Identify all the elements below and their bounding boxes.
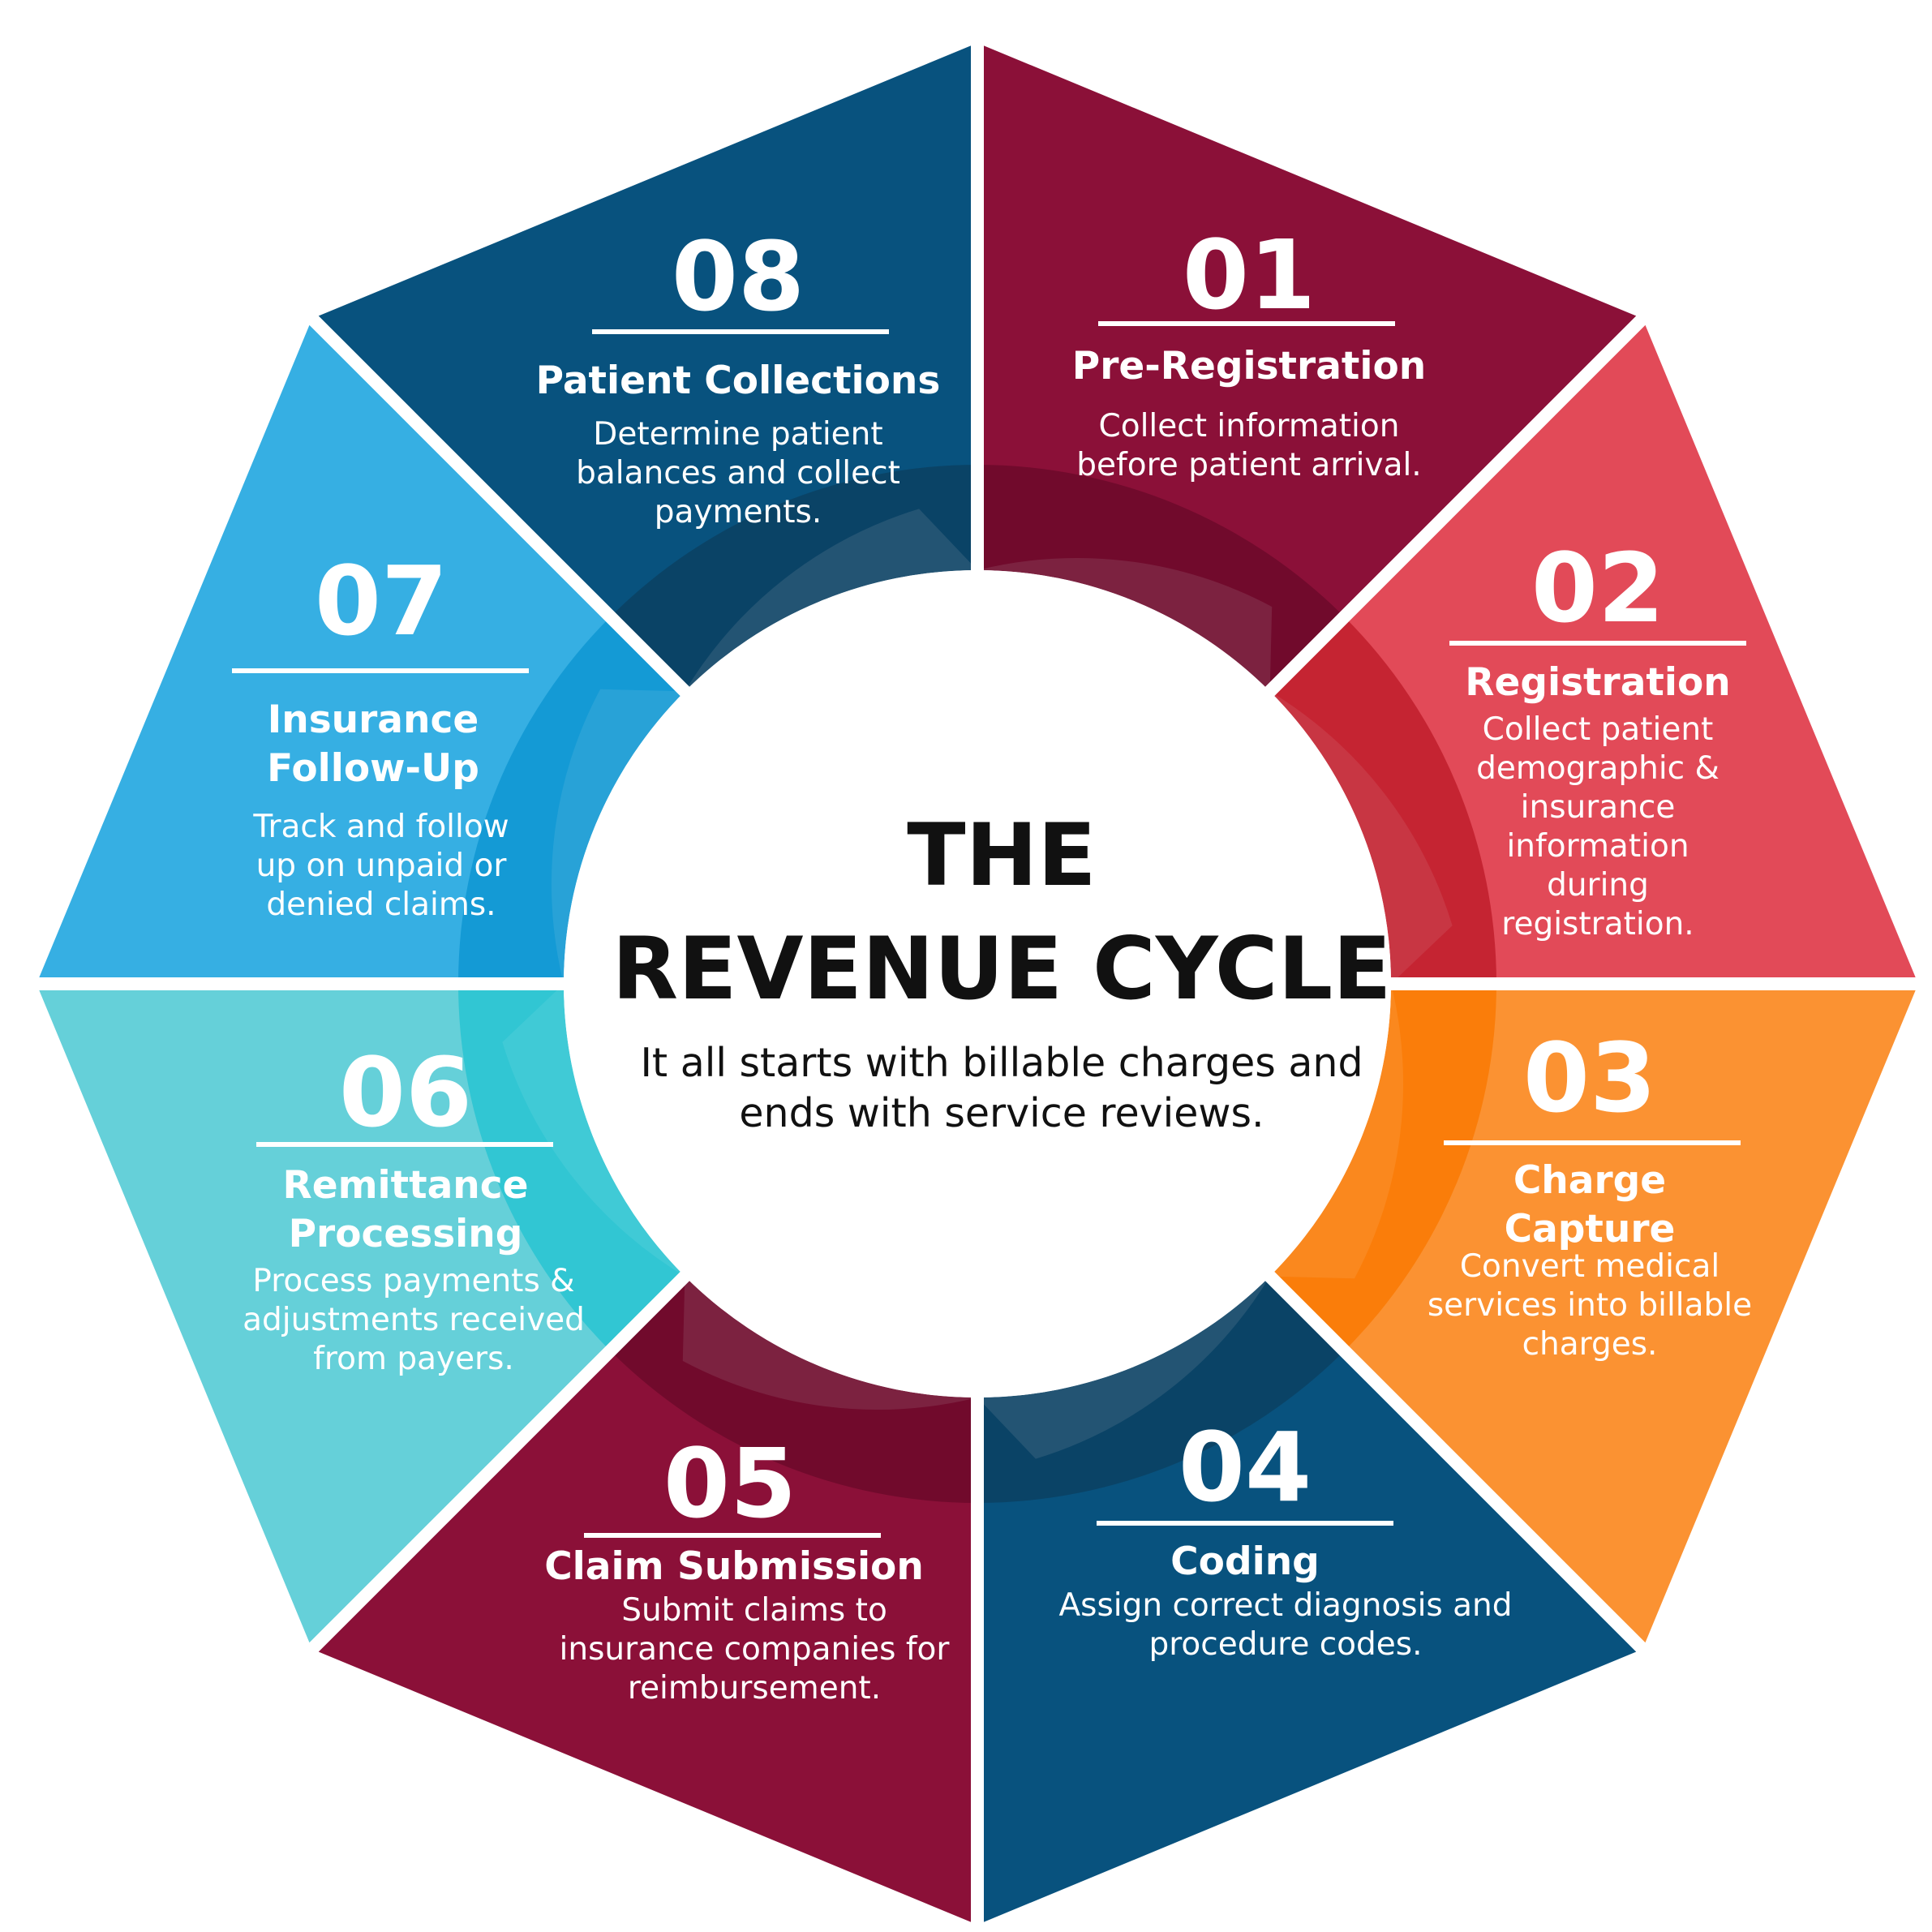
step-05-description: Submit claims to insurance companies for… [559, 1592, 950, 1707]
segment-gap-4 [1242, 1248, 1665, 1672]
step-06-segment [36, 984, 685, 1650]
step-06-inner-band [458, 984, 685, 1351]
step-01-description: Collect information before patient arriv… [1076, 408, 1422, 483]
center-subtitle-line2: ends with service reviews. [739, 1090, 1264, 1136]
step-08-title: Patient Collections [535, 358, 941, 403]
step-04-divider [1097, 1521, 1393, 1526]
step-05-segment [311, 1276, 977, 1925]
step-07-number: 07 [314, 545, 449, 657]
step-07-description: Track and follow up on unpaid or denied … [253, 809, 509, 923]
step-08-segment [311, 43, 977, 692]
step-04-title: Coding [1170, 1539, 1320, 1584]
step-03-divider [1444, 1140, 1741, 1145]
center-subtitle: It all starts with billable charges and … [568, 1038, 1436, 1139]
step-03-title: Charge Capture [1504, 1158, 1676, 1252]
step-03-inner-band [1269, 984, 1496, 1351]
center-title-line2: REVENUE CYCLE [612, 919, 1392, 1019]
step-02-inner-band [1269, 616, 1496, 984]
step-06-number: 06 [338, 1037, 473, 1148]
step-05-divider [584, 1533, 881, 1538]
step-05-inner-band [610, 1276, 977, 1503]
step-01-inner-band [977, 465, 1345, 692]
step-06-description: Process payments & adjustments received … [243, 1263, 585, 1377]
step-05-title: Claim Submission [544, 1544, 924, 1589]
step-02-number: 02 [1531, 532, 1665, 644]
step-04-description: Assign correct diagnosis and procedure c… [1058, 1587, 1513, 1663]
step-01-number: 01 [1182, 219, 1316, 331]
step-01-title: Pre-Registration [1071, 344, 1427, 389]
step-07-divider [232, 668, 529, 673]
step-03-number: 03 [1522, 1022, 1657, 1134]
center-title-line1: THE [907, 805, 1097, 905]
segment-gap-8 [290, 296, 713, 719]
step-04-number: 04 [1178, 1411, 1312, 1523]
step-07-title: Insurance Follow-Up [267, 698, 479, 791]
step-08-number: 08 [671, 221, 805, 333]
step-03-description: Convert medical services into billable c… [1427, 1248, 1753, 1363]
center-subtitle-line1: It all starts with billable charges and [640, 1040, 1363, 1086]
step-06-divider [256, 1142, 553, 1147]
center-title: THE REVENUE CYCLE [535, 799, 1468, 1026]
step-06-title: Remittance Processing [282, 1163, 529, 1256]
step-07-inner-band [458, 616, 685, 984]
step-05-number: 05 [663, 1428, 797, 1539]
segment-gap-2 [1242, 296, 1665, 719]
segment-gap-6 [290, 1248, 713, 1672]
step-01-segment [977, 43, 1643, 692]
step-02-title: Registration [1465, 660, 1731, 705]
step-08-divider [592, 329, 889, 334]
step-02-divider [1449, 641, 1746, 646]
center-disc [564, 570, 1391, 1397]
step-04-segment [977, 1276, 1643, 1925]
step-07-segment [36, 318, 685, 984]
step-08-description: Determine patient balances and collect p… [576, 416, 900, 530]
step-02-description: Collect patient demographic & insurance … [1476, 711, 1719, 942]
step-02-segment [1269, 318, 1918, 984]
step-08-inner-band [610, 465, 977, 692]
step-04-inner-band [977, 1276, 1345, 1503]
step-01-divider [1098, 321, 1395, 326]
step-03-segment [1269, 984, 1918, 1650]
